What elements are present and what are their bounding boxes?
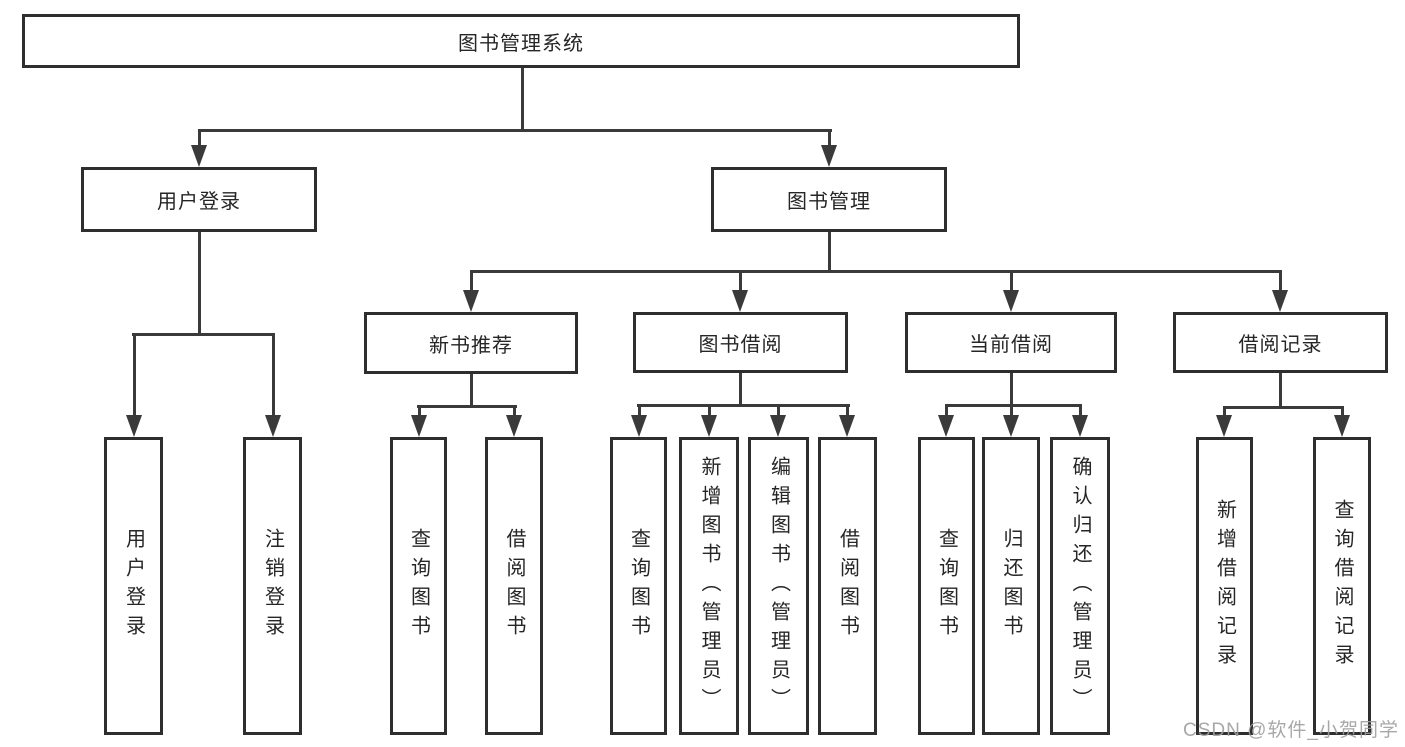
connector-borrowing-records-bar — [1223, 406, 1344, 409]
leaf-bb-add-books-admin: 新增图书（管理员） — [679, 437, 739, 735]
node-library-system: 图书管理系统 — [22, 14, 1020, 68]
connector-arrow-book-management — [821, 129, 837, 167]
connector-book-management-bar — [470, 270, 1282, 273]
leaf-bb-edit-books-admin: 编辑图书（管理员） — [748, 437, 809, 735]
connector-root-bar — [198, 129, 832, 132]
node-borrowing-records: 借阅记录 — [1173, 312, 1388, 373]
connector-new-book-bar — [417, 405, 517, 408]
connector-arrow-br-add-record — [1216, 406, 1232, 437]
leaf-nb-borrow-books: 借阅图书 — [485, 437, 543, 735]
node-label: 借阅记录 — [1238, 334, 1323, 356]
connector-arrow-nb-query-books — [411, 405, 427, 437]
leaf-label: 用户登录 — [122, 528, 145, 644]
connector-book-borrowing-bar — [637, 404, 850, 407]
leaf-cb-return-books: 归还图书 — [982, 437, 1040, 735]
connector-arrow-bb-borrow-books — [839, 404, 855, 437]
connector-book-management-stem — [828, 232, 831, 273]
leaf-br-add-borrow-record: 新增借阅记录 — [1196, 437, 1253, 735]
leaf-label: 查询图书 — [627, 528, 650, 644]
node-label: 当前借阅 — [969, 334, 1053, 356]
node-label: 图书管理系统 — [458, 32, 584, 55]
connector-borrowing-records-stem — [1279, 373, 1282, 409]
leaf-cb-confirm-return-admin: 确认归还（管理员） — [1050, 437, 1110, 735]
node-user-login: 用户登录 — [81, 167, 317, 232]
connector-root-stem — [521, 68, 524, 132]
leaf-label: 注销登录 — [261, 528, 284, 644]
connector-arrow-cb-query-books — [938, 404, 954, 437]
leaf-label: 确认归还（管理员） — [1069, 455, 1091, 717]
connector-arrow-current-borrowing — [1003, 270, 1019, 312]
connector-arrow-cb-return-books — [1003, 404, 1019, 437]
leaf-label: 借阅图书 — [836, 528, 859, 644]
connector-arrow-book-borrowing — [732, 270, 748, 312]
connector-arrow-cb-confirm-return — [1072, 404, 1088, 437]
leaf-label: 新增借阅记录 — [1213, 499, 1236, 673]
connector-user-login-bar — [132, 333, 274, 336]
csdn-watermark: CSDN @软件_小贺同学 — [1183, 720, 1399, 741]
leaf-label: 借阅图书 — [503, 528, 525, 644]
leaf-nb-query-books: 查询图书 — [390, 437, 447, 735]
leaf-label: 归还图书 — [1000, 528, 1022, 644]
node-label: 用户登录 — [157, 191, 241, 213]
leaf-bb-query-books: 查询图书 — [610, 437, 667, 735]
leaf-user-login: 用户登录 — [104, 437, 163, 735]
connector-arrow-bb-query-books — [631, 404, 647, 437]
connector-current-borrowing-stem — [1010, 373, 1013, 407]
leaf-br-query-borrow-record: 查询借阅记录 — [1313, 437, 1371, 735]
connector-book-borrowing-stem — [739, 373, 742, 407]
node-book-management: 图书管理 — [711, 167, 947, 232]
connector-user-login-stem — [198, 232, 201, 336]
connector-arrow-new-book-recommend — [463, 270, 479, 312]
node-book-borrowing: 图书借阅 — [633, 312, 848, 373]
leaf-cb-query-books: 查询图书 — [918, 437, 975, 735]
connector-new-book-stem — [470, 374, 473, 408]
connector-arrow-bb-add-books — [701, 404, 717, 437]
leaf-label: 查询图书 — [935, 528, 958, 644]
leaf-label: 查询图书 — [407, 528, 430, 644]
leaf-logout: 注销登录 — [243, 437, 302, 735]
node-current-borrowing: 当前借阅 — [905, 312, 1117, 373]
node-label: 新书推荐 — [429, 334, 513, 357]
node-label: 图书借阅 — [698, 334, 783, 356]
leaf-label: 编辑图书（管理员） — [767, 455, 790, 717]
connector-arrow-user-login — [191, 129, 207, 167]
leaf-label: 新增图书（管理员） — [698, 455, 720, 717]
connector-arrow-nb-borrow-books — [506, 405, 522, 437]
connector-arrow-bb-edit-books — [770, 404, 786, 437]
connector-arrow-leaf-user-login — [126, 333, 142, 437]
leaf-bb-borrow-books: 借阅图书 — [818, 437, 877, 735]
node-new-book-recommend: 新书推荐 — [364, 312, 578, 374]
node-label: 图书管理 — [787, 191, 871, 213]
connector-arrow-leaf-logout — [265, 333, 281, 437]
leaf-label: 查询借阅记录 — [1331, 499, 1353, 673]
connector-current-borrowing-bar — [945, 404, 1082, 407]
connector-arrow-br-query-record — [1334, 406, 1350, 437]
connector-arrow-borrowing-records — [1272, 270, 1288, 312]
